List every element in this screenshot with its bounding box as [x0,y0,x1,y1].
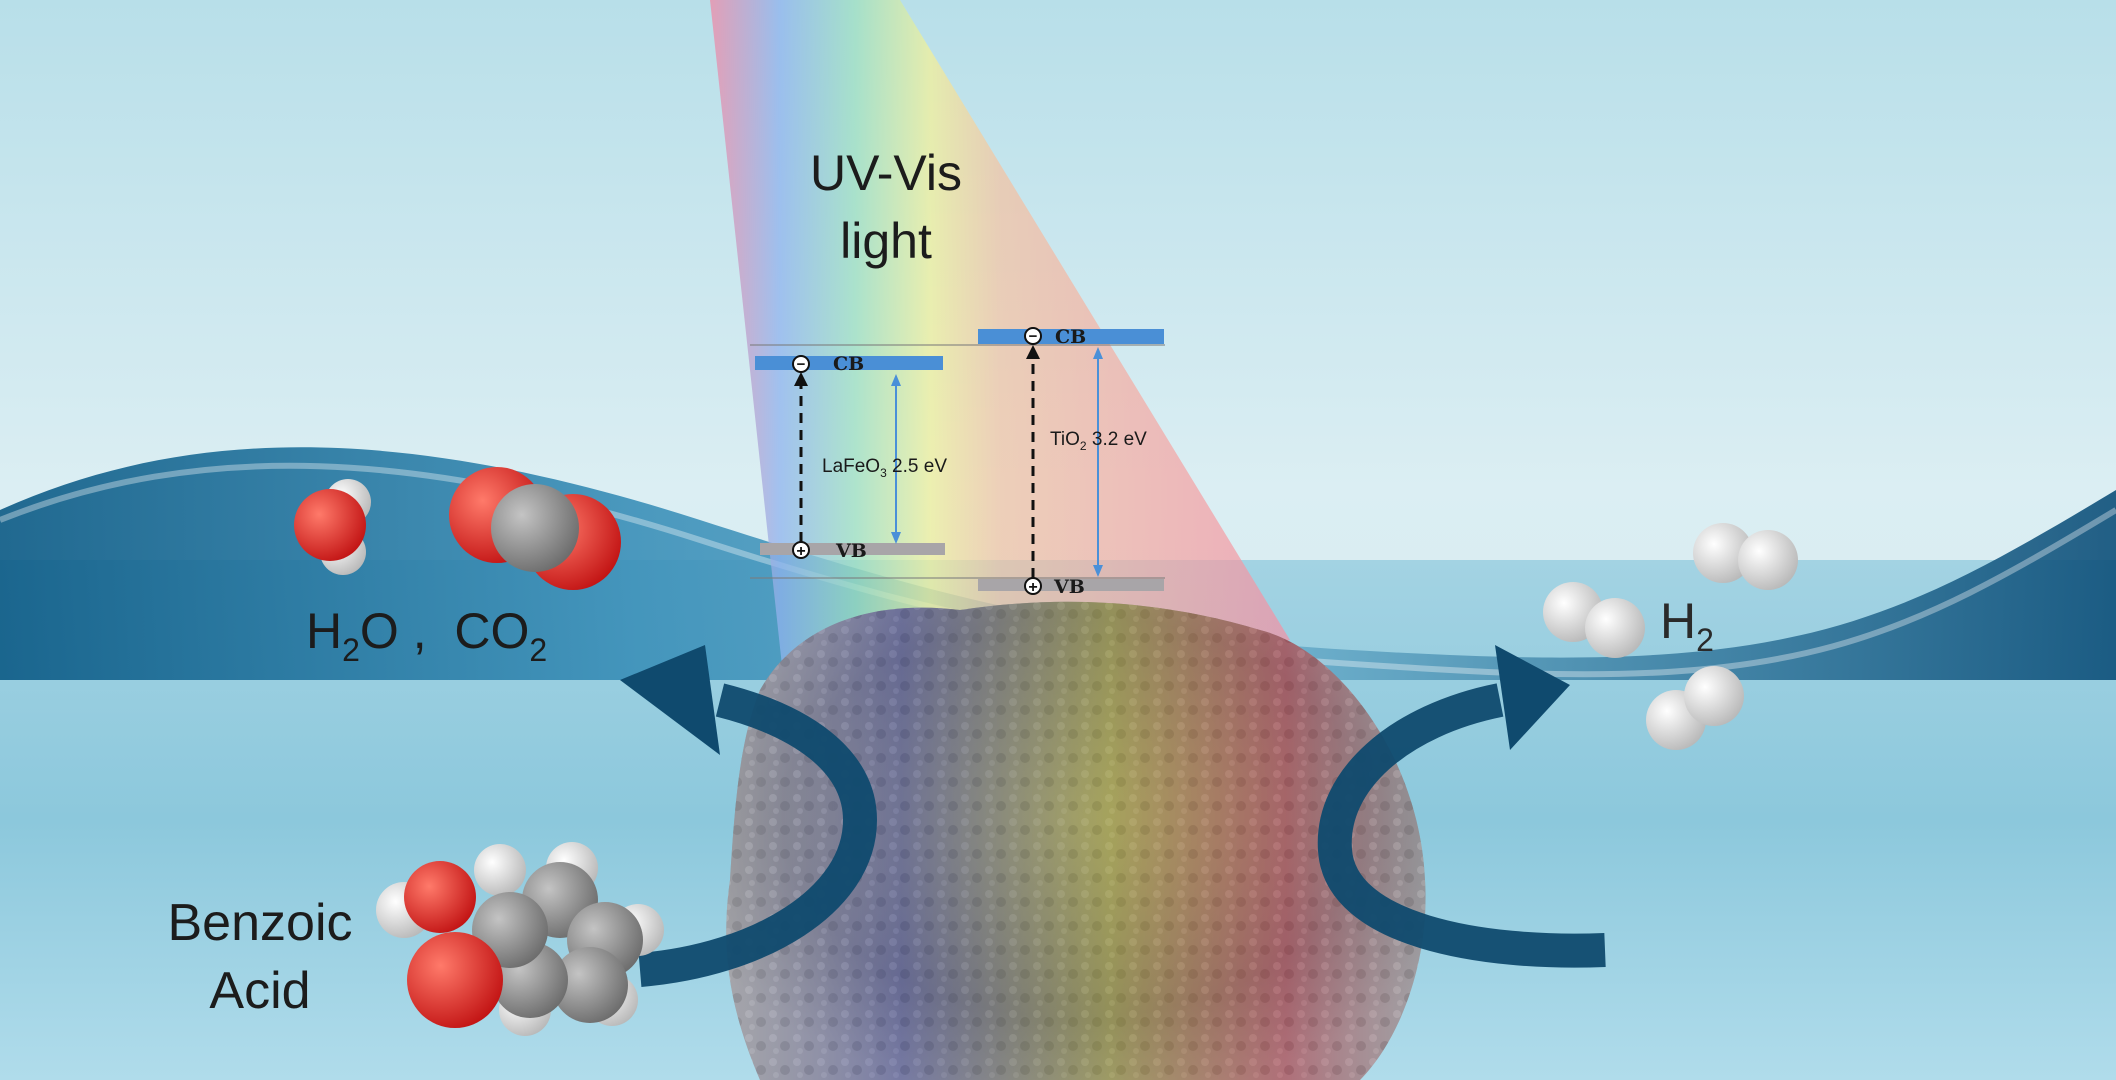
hydrogen-label: H2 [1660,593,1714,658]
lafeo3-bandgap-label: LaFeO3 2.5 eV [822,456,947,480]
right-curved-arrow [1317,645,1606,968]
tio2-hole-symbol: + [1024,577,1042,596]
hydrogen-molecule-2 [1693,523,1798,590]
hydrogen-molecule-3 [1646,666,1744,750]
lafeo3-excitation-arrowhead [794,372,808,386]
light-label-line1: UV-Vis [810,145,962,201]
light-label-line2: light [840,213,932,269]
lafeo3-electron-symbol: − [792,355,810,373]
tio2-cb-label: CB [1055,326,1086,348]
reactant-label-line1: Benzoic [168,894,353,952]
lafeo3-cb-label: CB [833,353,864,375]
reactant-label-line2: Acid [209,962,310,1020]
tio2-bandgap-label: TiO2 3.2 eV [1050,429,1147,453]
hole-sign: + [1028,579,1037,596]
co2-molecule [449,467,621,590]
electron-sign: − [1029,328,1038,345]
catalyst-particle [726,601,1426,1080]
tio2-gap-arrowhead-down [1093,565,1103,577]
lafeo3-hole-symbol: + [792,541,810,560]
hole-sign: + [796,543,805,560]
electron-sign: − [797,356,806,373]
lafeo3-gap-arrowhead-down [891,532,901,544]
tio2-vb-label: VB [1053,576,1085,598]
tio2-conduction-band [978,329,1164,344]
products-label: H2O , CO2 [306,603,547,668]
hydrogen-molecule-1 [1543,582,1645,658]
band-diagram: − + − + CB VB CB VB LaFeO3 2.5 eV TiO2 3… [750,326,1165,598]
tio2-electron-symbol: − [1024,327,1042,345]
water-molecule [294,479,371,575]
benzoic-acid-molecule [376,842,664,1036]
tio2-excitation-arrowhead [1026,345,1040,359]
lafeo3-vb-label: VB [835,540,867,562]
tio2-gap-arrowhead-up [1093,347,1103,359]
left-curved-arrow [620,645,878,987]
lafeo3-gap-arrowhead-up [891,374,901,386]
